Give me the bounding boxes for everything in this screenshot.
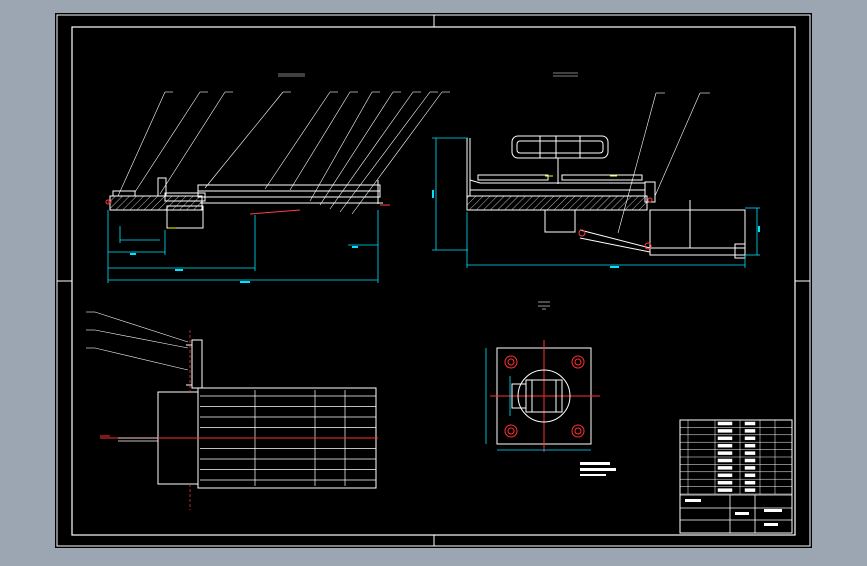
leader-line: [329, 91, 414, 210]
side-handle: [511, 135, 609, 159]
bom-cell-text: [717, 421, 733, 426]
front-cylinder-body: [166, 205, 204, 229]
leader-line: [159, 91, 226, 195]
bom-cell-text: [717, 458, 733, 463]
leader-line: [319, 91, 394, 206]
bom-cell-text: [744, 473, 756, 478]
leader-line: [289, 91, 351, 191]
zone-marks: [57, 15, 810, 546]
top-view: [86, 311, 378, 510]
front-base-plate: [109, 195, 203, 211]
leader-line: [117, 91, 166, 197]
paper-background: [55, 13, 812, 548]
front-dimensions: [107, 210, 379, 283]
bom-cell-text: [717, 473, 733, 478]
bom-cell-text: [717, 451, 733, 455]
front-upright: [157, 177, 167, 197]
side-view: [432, 72, 760, 268]
bom-cell-text: [744, 421, 756, 426]
bom-cell-text: [717, 480, 733, 485]
bom-cell-text: [717, 488, 733, 492]
bom-cell-text: [717, 429, 733, 433]
leader-line: [309, 91, 373, 202]
bom-cell-text: [744, 451, 756, 455]
bom-cell-text: [744, 436, 756, 441]
front-leaders: [117, 91, 450, 215]
bom-cell-text: [717, 436, 733, 441]
bom-cell-text: [744, 488, 756, 492]
title-block: [679, 419, 793, 534]
leader-line: [204, 91, 284, 189]
side-frame-bed: [466, 195, 648, 211]
bom-cell-text: [717, 466, 733, 470]
bom-cell-text: [744, 443, 756, 448]
leader-line: [264, 91, 331, 190]
leader-line: [339, 91, 431, 213]
bom-cell-text: [744, 466, 756, 470]
front-view: [105, 73, 450, 283]
bom-cell-text: [744, 480, 756, 485]
side-platform: [649, 209, 746, 256]
leader-line: [134, 91, 201, 193]
bom-cell-text: [717, 443, 733, 448]
bom-cell-text: [744, 429, 756, 433]
leader-line: [351, 91, 443, 215]
front-view-title: [278, 73, 305, 77]
bom-cell-text: [744, 458, 756, 463]
bom-table: [680, 420, 792, 495]
detail-view: [485, 301, 616, 476]
